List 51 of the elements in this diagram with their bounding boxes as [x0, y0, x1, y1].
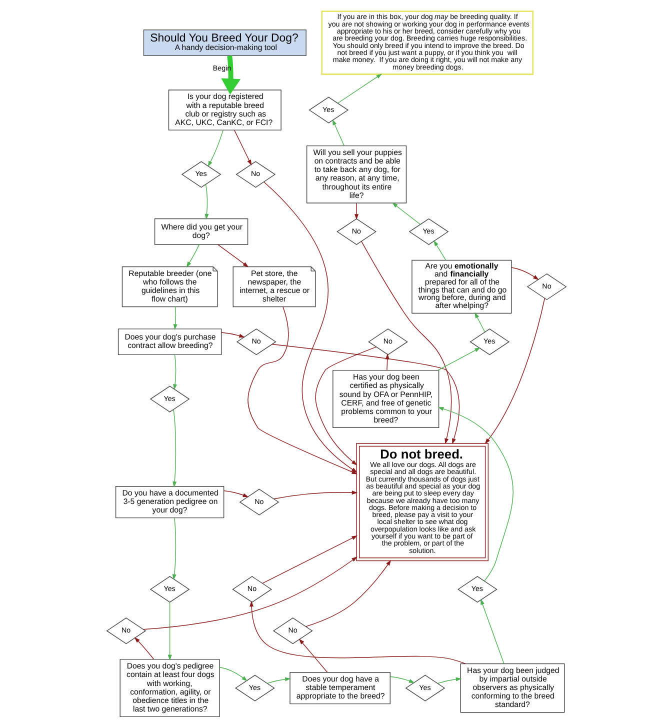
arrow	[510, 267, 538, 280]
arrow	[172, 518, 176, 580]
node-box: Do you have a documented 3-5 generation pedigree on your dog?	[114, 486, 224, 518]
arrow	[167, 602, 172, 661]
node-box: Where did you get your dog?	[154, 218, 248, 245]
node-box: Is your dog registered with a reputable breed club or registry such as AKC, UKC, CanKC, or FCI?	[168, 90, 281, 130]
arrow	[314, 346, 376, 466]
node-box: Are you emotionally and financially prepared for all of the things that can and do go wrong before, during and after whelping?	[411, 260, 512, 314]
arrow	[271, 344, 460, 444]
arrow	[263, 182, 357, 473]
arrow	[337, 74, 382, 104]
node-box: Should You Breed Your Dog? A handy decision-making tool	[142, 30, 306, 56]
arrow	[437, 406, 513, 582]
arrow	[247, 306, 357, 474]
arrow	[474, 312, 485, 332]
arrow	[392, 202, 420, 225]
node-box: Does your dog have a stable temperament appropriate to the breed?	[289, 672, 390, 704]
node-box: Has your dog been judged by impartial outside observers as physically conforming to the breed standard?	[460, 663, 564, 713]
arrow	[484, 298, 545, 444]
arrow	[207, 130, 223, 167]
arrow	[389, 676, 414, 683]
arrow	[436, 677, 462, 684]
arrow	[234, 130, 252, 166]
node-box: Has your dog been certified as physically sound by OFA or PennHIP, CERF, and free of genetic problems common to your breed?	[332, 370, 439, 428]
arrow	[480, 598, 504, 664]
arrow	[142, 556, 357, 630]
arrow	[360, 240, 452, 444]
arrow	[249, 600, 466, 664]
node-box: Does your dog's purchase contract allow breeding?	[117, 328, 222, 356]
arrow	[186, 244, 200, 268]
arrow	[384, 354, 389, 371]
node-box: Does you dog's pedigree contain at least four dogs with working, conformation, agility, or obedience titles in the last two generations?	[119, 659, 220, 718]
arrow	[304, 560, 391, 627]
arrow	[223, 490, 248, 498]
arrow	[220, 332, 244, 338]
arrow	[204, 184, 208, 220]
arrow	[172, 354, 176, 390]
arrow	[262, 536, 357, 584]
arrow	[266, 677, 290, 684]
arrow	[332, 119, 344, 146]
arrow	[433, 240, 446, 261]
arrow	[354, 203, 358, 220]
arrow	[172, 306, 177, 330]
arrow	[298, 638, 328, 673]
arrow	[218, 666, 248, 682]
node-box: Will you sell your puppies on contracts and be able to take back any dog, for any reason, at any time, throughout its entire life?	[306, 145, 406, 204]
arrow	[437, 347, 480, 371]
arrow	[273, 490, 358, 500]
arrow	[172, 409, 176, 488]
arrow	[217, 244, 248, 268]
arrow	[134, 637, 154, 660]
